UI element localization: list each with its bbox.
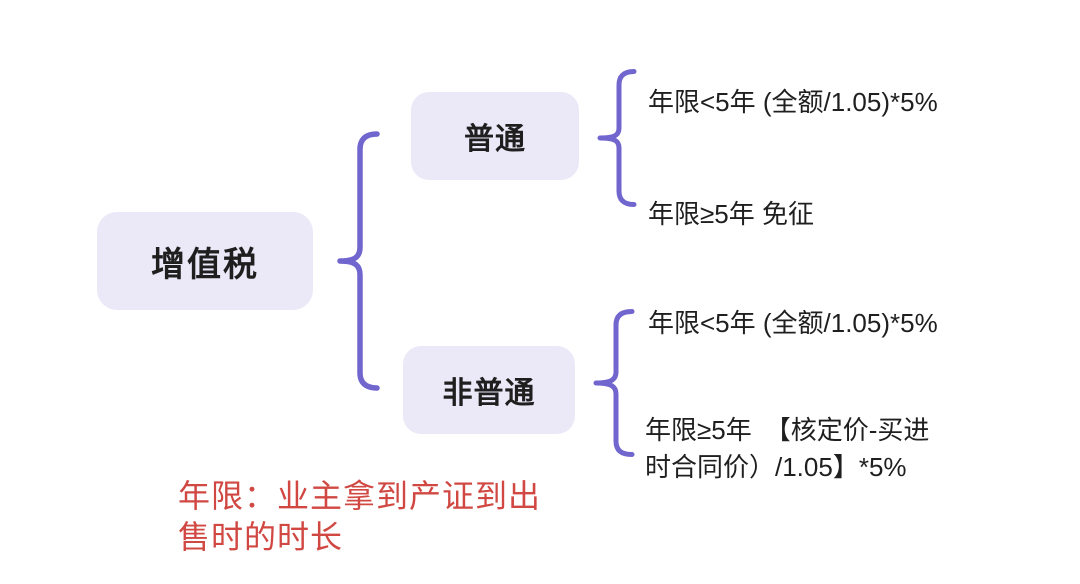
note-line-1: 年限：业主拿到产证到出 bbox=[178, 478, 542, 514]
leaf-ordinary-over-5yr: 年限≥5年 免征 bbox=[648, 196, 814, 233]
leaf-text-line-1: 年限≥5年 【核定价-买进 bbox=[645, 415, 930, 445]
leaf-non-ordinary-under-5yr: 年限<5年 (全额/1.05)*5% bbox=[648, 305, 938, 342]
node-vat: 增值税 bbox=[97, 212, 313, 310]
leaf-text-line-2: 时合同价）/1.05】*5% bbox=[645, 452, 907, 482]
leaf-text: 年限<5年 (全额/1.05)*5% bbox=[648, 87, 938, 117]
leaf-ordinary-under-5yr: 年限<5年 (全额/1.05)*5% bbox=[648, 84, 938, 121]
leaf-text: 年限≥5年 免征 bbox=[648, 199, 814, 229]
root-curly-brace-icon bbox=[333, 130, 381, 392]
node-non-ordinary-label: 非普通 bbox=[442, 377, 536, 410]
node-vat-label: 增值税 bbox=[151, 245, 259, 284]
note-line-2: 售时的时长 bbox=[178, 519, 344, 555]
note-year-definition: 年限：业主拿到产证到出 售时的时长 bbox=[178, 476, 541, 558]
non-ordinary-curly-brace-icon bbox=[590, 308, 636, 458]
node-ordinary: 普通 bbox=[411, 92, 579, 180]
node-ordinary-label: 普通 bbox=[464, 123, 526, 156]
ordinary-curly-brace-icon bbox=[594, 68, 638, 208]
leaf-non-ordinary-over-5yr: 年限≥5年 【核定价-买进 时合同价）/1.05】*5% bbox=[645, 412, 929, 486]
node-non-ordinary: 非普通 bbox=[403, 346, 575, 434]
leaf-text: 年限<5年 (全额/1.05)*5% bbox=[648, 308, 938, 338]
